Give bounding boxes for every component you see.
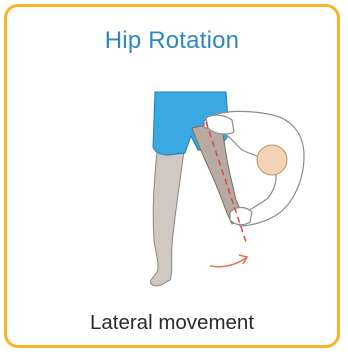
lower-hand [230,208,252,225]
therapist-head [257,145,287,175]
standing-leg [151,142,185,286]
curved-arrow-icon [210,258,246,267]
